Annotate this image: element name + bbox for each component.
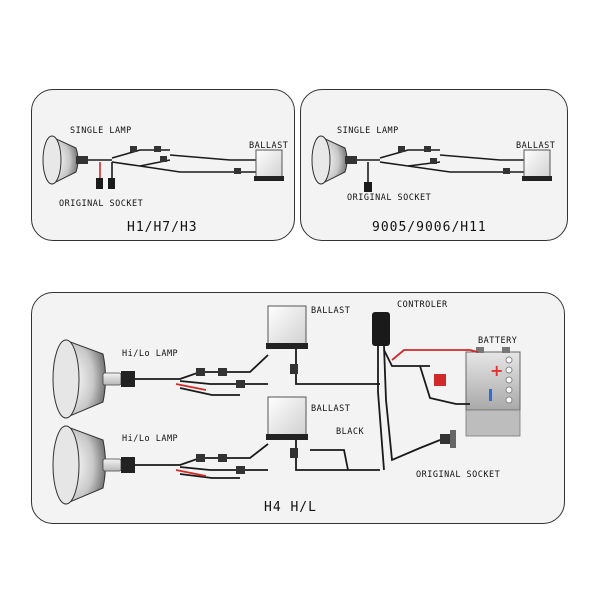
hilo-lamp-bottom <box>52 425 135 505</box>
ballast-label-top: BALLAST <box>311 306 351 316</box>
connectors-h1 <box>96 146 241 189</box>
connectors-h4 <box>196 364 456 474</box>
original-socket-label-h4: ORIGINAL SOCKET <box>416 470 501 480</box>
original-socket-label-9005: ORIGINAL SOCKET <box>347 193 432 203</box>
ballast-h1 <box>254 149 284 181</box>
hilo-lamp-label-bottom: Hi/Lo LAMP <box>122 434 179 444</box>
ballast-9005 <box>522 149 552 181</box>
hilo-lamp-label-top: Hi/Lo LAMP <box>122 349 179 359</box>
hilo-lamp-top <box>52 339 135 419</box>
controller <box>372 312 390 346</box>
wire-harness-9005 <box>357 149 524 182</box>
wire-harness-h4 <box>135 345 470 479</box>
ballast-label-9005: BALLAST <box>516 141 556 151</box>
battery: + <box>465 347 521 437</box>
wire-harness-h1 <box>88 149 256 178</box>
caption-9005: 9005/9006/H11 <box>372 220 487 235</box>
red-wire-h4 <box>175 349 479 477</box>
single-lamp-label-9005: SINGLE LAMP <box>337 126 399 136</box>
controler-label: CONTROLER <box>397 300 448 310</box>
original-socket-label-h1: ORIGINAL SOCKET <box>59 199 144 209</box>
connectors-9005 <box>364 146 510 192</box>
lamp-h1 <box>42 135 88 185</box>
ballast-top <box>266 305 308 349</box>
caption-h4: H4 H/L <box>264 500 317 515</box>
single-lamp-label-h1: SINGLE LAMP <box>70 126 132 136</box>
ballast-label-bottom: BALLAST <box>311 404 351 414</box>
caption-h1: H1/H7/H3 <box>127 220 198 235</box>
svg-text:+: + <box>490 361 503 380</box>
lamp-9005 <box>311 135 357 185</box>
ballast-bottom <box>266 396 308 440</box>
battery-label: BATTERY <box>478 336 518 346</box>
black-wire-label: BLACK <box>336 427 365 437</box>
ballast-label-h1: BALLAST <box>249 141 289 151</box>
